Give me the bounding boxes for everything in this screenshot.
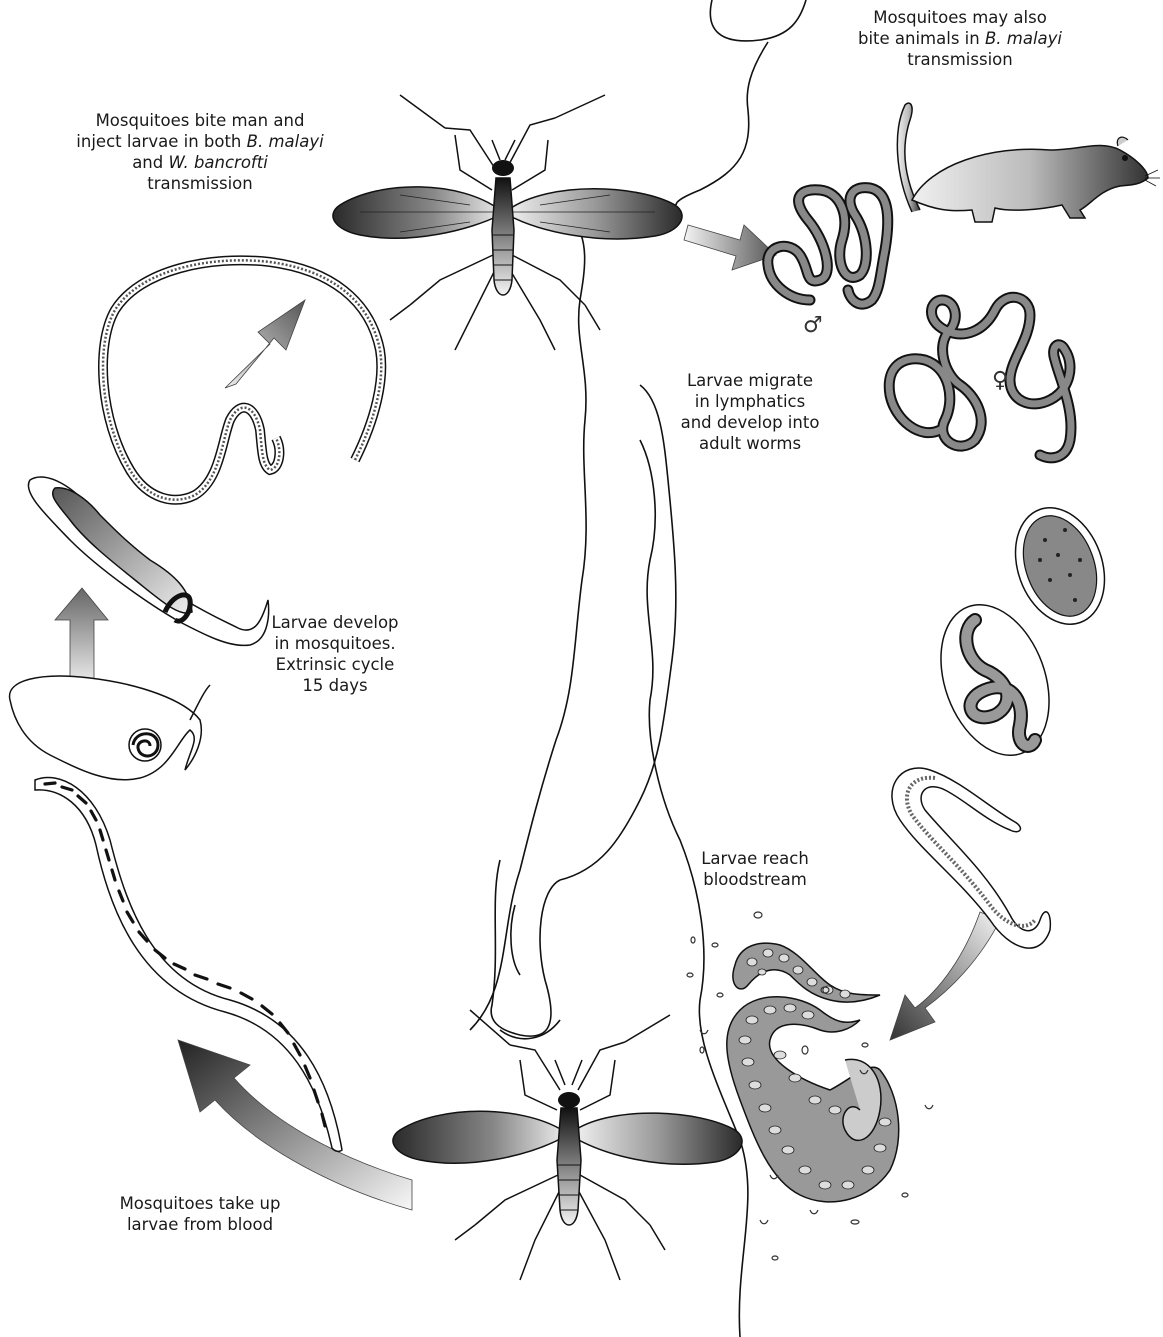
mosquito-bottom-icon <box>393 1010 742 1280</box>
develop-line3: Extrinsic cycle <box>260 654 410 675</box>
develop-line2: in mosquitoes. <box>260 633 410 654</box>
develop-line4: 15 days <box>260 675 410 696</box>
blood-larva-lower-icon <box>727 997 899 1202</box>
bite-animals-line3: transmission <box>830 49 1090 70</box>
label-bloodstream: Larvae reach bloodstream <box>680 848 830 890</box>
label-bite-animals: Mosquitoes may also bite animals in B. m… <box>830 7 1090 70</box>
bite-animals-line2b: B. malayi <box>985 29 1062 48</box>
arrow-bite-to-worms <box>684 225 776 270</box>
male-symbol: ♂ <box>803 313 823 338</box>
migrate-line4: adult worms <box>660 433 840 454</box>
arrow-take-up-larvae <box>178 1040 412 1210</box>
take-up-line1: Mosquitoes take up <box>100 1193 300 1214</box>
infective-larva-icon <box>103 260 381 499</box>
bite-animals-line1: Mosquitoes may also <box>830 7 1090 28</box>
bloodstream-line2: bloodstream <box>680 869 830 890</box>
blood-larva-upper-icon <box>733 943 880 1002</box>
microfilaria-icon <box>35 778 342 1152</box>
bite-animals-line2a: bite animals in <box>858 29 985 48</box>
mosquito-top-icon <box>333 95 682 350</box>
bite-man-line3b: W. bancrofti <box>168 153 267 172</box>
label-migrate: Larvae migrate in lymphatics and develop… <box>660 370 840 454</box>
migrate-line3: and develop into <box>660 412 840 433</box>
bite-man-line2b: B. malayi <box>247 132 324 151</box>
sheathed-microfilaria-icon <box>892 768 1050 948</box>
bite-man-line1: Mosquitoes bite man and <box>40 110 360 131</box>
develop-line1: Larvae develop <box>260 612 410 633</box>
arrow-to-bloodstream <box>890 912 1000 1040</box>
rat-icon <box>897 103 1160 222</box>
migrate-line1: Larvae migrate <box>660 370 840 391</box>
early-larva-icon <box>10 676 210 780</box>
female-worm-icon <box>889 297 1071 458</box>
bite-man-line2a: inject larvae in both <box>76 132 246 151</box>
arrow-development-diagonal <box>225 300 305 388</box>
bloodstream-line1: Larvae reach <box>680 848 830 869</box>
male-worm-icon <box>768 188 888 305</box>
female-symbol: ♀ <box>992 368 1008 393</box>
bite-man-line3a: and <box>132 153 168 172</box>
take-up-line2: larvae from blood <box>100 1214 300 1235</box>
label-bite-man: Mosquitoes bite man and inject larvae in… <box>40 110 360 194</box>
label-develop: Larvae develop in mosquitoes. Extrinsic … <box>260 612 410 696</box>
label-take-up: Mosquitoes take up larvae from blood <box>100 1193 300 1235</box>
arrow-development-up <box>55 588 108 690</box>
embryo-egg-cleaving-icon <box>1000 495 1120 636</box>
migrate-line2: in lymphatics <box>660 391 840 412</box>
bite-man-line4: transmission <box>40 173 360 194</box>
